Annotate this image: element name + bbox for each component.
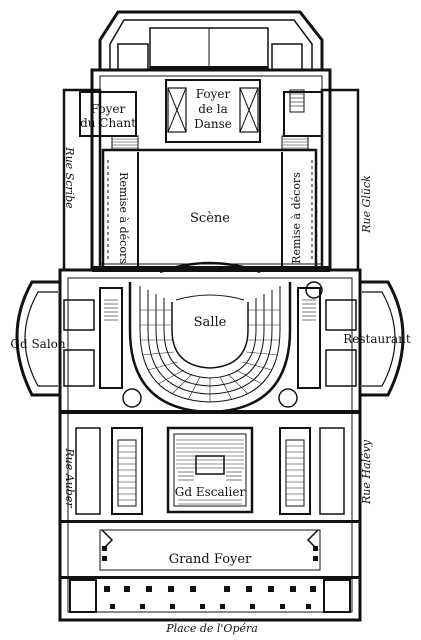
proscenium <box>92 261 330 274</box>
label-restaurant: Restaurant <box>343 332 411 346</box>
label-grand-salon: Gd Salon <box>10 337 66 351</box>
label-foyer-chant-line2: du Chant <box>80 116 136 130</box>
grand-foyer <box>69 529 351 613</box>
street-labels: Rue Scribe Rue Glück Rue Auber Rue Halév… <box>63 146 373 635</box>
auditorium <box>128 282 292 414</box>
remise-walls <box>107 152 313 266</box>
label-foyer-chant-line1: Foyer <box>91 102 126 116</box>
top-wing-rooms <box>79 27 323 151</box>
room-labels: Foyer du Chant Foyer de la Danse Scène R… <box>10 87 411 567</box>
label-foyer-danse-line3: Danse <box>194 117 232 131</box>
label-remise-left: Remise à décors <box>117 172 130 264</box>
grand-staircase <box>166 426 254 514</box>
label-grand-foyer: Grand Foyer <box>169 552 252 567</box>
label-rue-scribe: Rue Scribe <box>63 146 76 209</box>
label-place-opera: Place de l'Opéra <box>165 622 258 635</box>
label-salle: Salle <box>194 315 227 330</box>
label-grand-escalier: Gd Escalier <box>175 485 246 499</box>
side-galleries <box>75 427 345 515</box>
label-rue-auber: Rue Auber <box>63 447 76 508</box>
label-rue-gluck: Rue Glück <box>360 175 373 234</box>
label-remise-right: Remise à décors <box>290 172 303 264</box>
label-rue-halevy: Rue Halévy <box>360 439 373 505</box>
label-foyer-danse-line2: de la <box>198 102 228 116</box>
label-foyer-danse-line1: Foyer <box>196 87 231 101</box>
side-structures <box>60 281 360 579</box>
stair-hatching-top <box>112 93 308 149</box>
label-scene: Scène <box>190 211 230 226</box>
